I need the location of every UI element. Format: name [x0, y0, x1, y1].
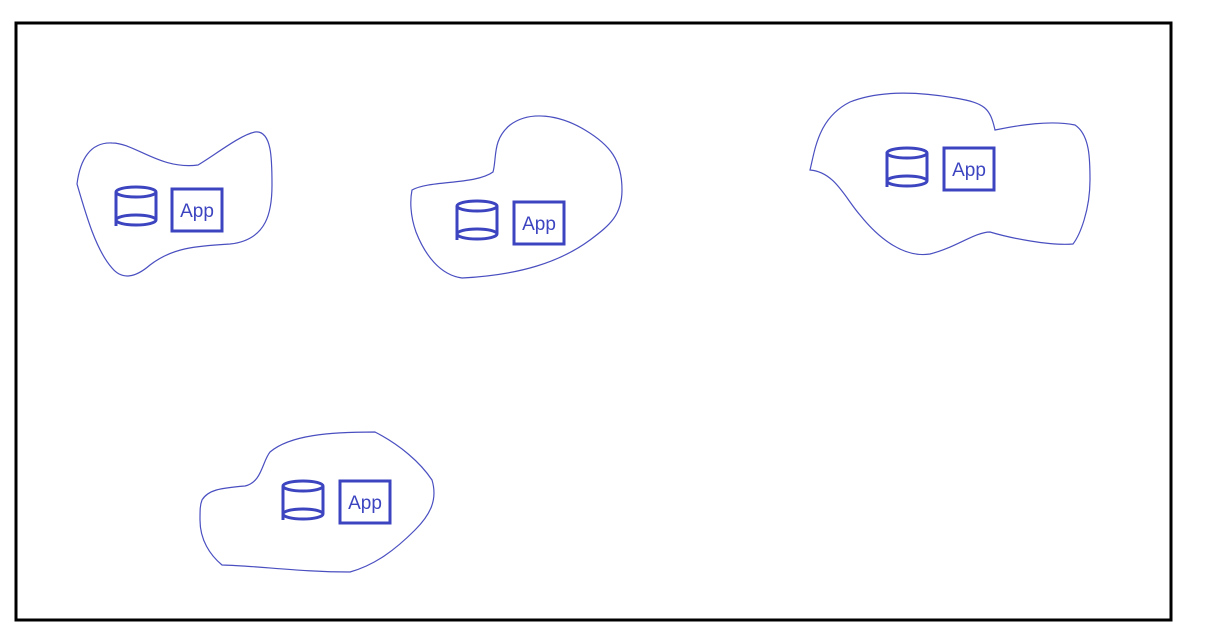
app-label: App	[952, 160, 986, 181]
database-icon	[455, 199, 499, 241]
cluster-2: App	[410, 115, 623, 279]
cloud-boundary	[199, 431, 435, 573]
app-box: App	[338, 479, 392, 525]
app-box: App	[512, 200, 566, 246]
cluster-1: App	[76, 131, 273, 277]
app-label: App	[522, 214, 556, 235]
cluster-3: App	[809, 92, 1091, 256]
database-icon	[885, 146, 929, 188]
cloud-boundary	[76, 131, 273, 277]
cloud-boundary	[809, 92, 1091, 256]
app-label: App	[348, 493, 382, 514]
app-label: App	[180, 201, 214, 222]
app-box: App	[170, 187, 224, 233]
diagram-frame	[14, 21, 1173, 622]
database-icon	[114, 185, 158, 227]
database-icon	[281, 479, 325, 521]
cloud-boundary	[410, 115, 623, 279]
cluster-4: App	[199, 431, 435, 573]
app-box: App	[942, 146, 996, 192]
